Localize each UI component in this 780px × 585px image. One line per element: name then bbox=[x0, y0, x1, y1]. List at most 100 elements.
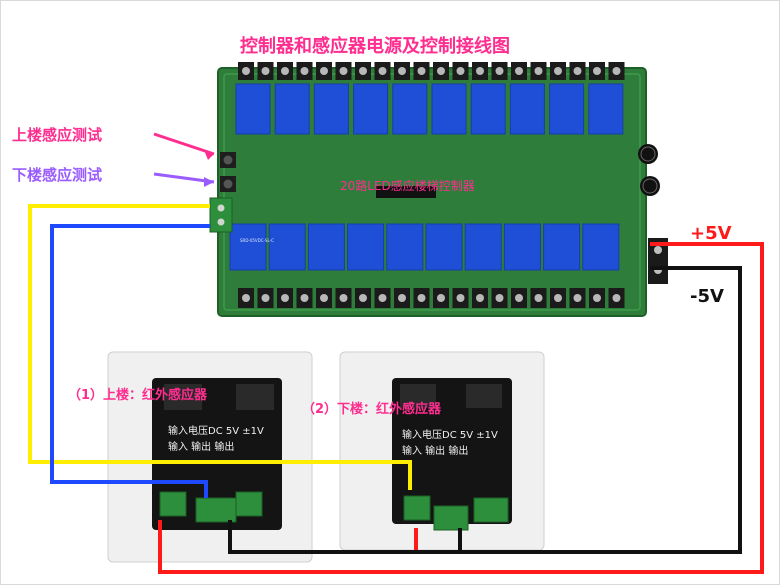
black-wire bbox=[228, 266, 742, 554]
capacitor-1-ring bbox=[640, 146, 656, 162]
bottom-terminal-screw bbox=[437, 294, 445, 302]
sensor-lower-lens-left bbox=[400, 384, 436, 408]
top-terminal-screw bbox=[476, 67, 484, 75]
bottom-relay bbox=[307, 223, 345, 271]
top-terminal-screw bbox=[495, 67, 504, 75]
bottom-terminal-screw bbox=[281, 294, 289, 302]
top-terminal-screw bbox=[593, 67, 601, 75]
top-terminal-screw bbox=[339, 67, 348, 75]
red-wire-main bbox=[158, 242, 764, 574]
bottom-relay bbox=[229, 223, 267, 271]
minus-voltage-label: -5V bbox=[690, 286, 724, 307]
top-relay bbox=[392, 83, 428, 135]
upper-test-arrow bbox=[153, 132, 215, 156]
sensor-lower-terminal-3 bbox=[473, 497, 509, 523]
relay-model-text: SRD-05VDC-SL-C bbox=[240, 238, 274, 243]
bottom-relay bbox=[268, 223, 306, 271]
input-screw-1 bbox=[217, 204, 225, 212]
top-relay-row bbox=[235, 83, 624, 135]
top-terminal-screw bbox=[320, 67, 328, 75]
sensor-upper-terminal-3 bbox=[235, 491, 263, 517]
sensor-lower-terminal-2 bbox=[433, 505, 469, 531]
bottom-terminal-screw bbox=[554, 294, 562, 302]
bottom-relay-row bbox=[229, 223, 620, 271]
sensor-lower-body bbox=[392, 378, 512, 524]
sensor-upper-terminal-1 bbox=[159, 491, 187, 517]
top-terminal-screw bbox=[398, 67, 406, 75]
upper-test-arrowhead bbox=[204, 150, 214, 160]
bottom-relay bbox=[503, 223, 541, 271]
bottom-terminal-screw bbox=[612, 294, 621, 302]
top-relay bbox=[431, 83, 467, 135]
bottom-terminal-screw bbox=[417, 294, 426, 302]
upper-test-button-cap bbox=[223, 155, 233, 165]
top-terminal-screw bbox=[242, 67, 250, 75]
bottom-terminal-screw bbox=[398, 294, 406, 302]
top-terminal-screw bbox=[573, 67, 582, 75]
bottom-relay bbox=[386, 223, 424, 271]
top-terminal-screw bbox=[281, 67, 289, 75]
bottom-terminal-screw bbox=[456, 294, 465, 302]
bottom-terminal-screw bbox=[320, 294, 328, 302]
sensor-lower-lens-right bbox=[466, 384, 502, 408]
power-screw-plus bbox=[654, 246, 662, 254]
top-terminal-screw bbox=[612, 67, 621, 75]
top-terminal-screw bbox=[534, 67, 543, 75]
lower-test-arrowhead bbox=[204, 177, 214, 187]
bottom-terminal-screw bbox=[242, 294, 250, 302]
bottom-terminal-screw bbox=[339, 294, 348, 302]
top-relay bbox=[549, 83, 585, 135]
top-terminal-screw bbox=[378, 67, 387, 75]
top-terminal-screw bbox=[261, 67, 270, 75]
capacitor-2-ring bbox=[642, 178, 658, 194]
bottom-terminal-strip bbox=[238, 288, 625, 308]
top-relay bbox=[588, 83, 624, 135]
power-terminal bbox=[648, 238, 668, 284]
sensor-upper-io-text: 输入 输出 输出 bbox=[168, 440, 234, 453]
input-screw-2 bbox=[217, 218, 225, 226]
top-terminal-screw bbox=[437, 67, 445, 75]
input-terminal-block bbox=[209, 197, 233, 233]
bottom-terminal-screw bbox=[495, 294, 504, 302]
bottom-terminal-screw bbox=[261, 294, 270, 302]
bottom-terminal-screw bbox=[300, 294, 309, 302]
bottom-relay bbox=[347, 223, 385, 271]
sensor-lower-spec-text: 输入电压DC 5V ±1V bbox=[402, 428, 498, 441]
top-relay bbox=[353, 83, 389, 135]
sensor-lower-io-text: 输入 输出 输出 bbox=[402, 444, 468, 457]
bottom-relay bbox=[464, 223, 502, 271]
bottom-terminal-screw bbox=[476, 294, 484, 302]
top-terminal-screw bbox=[554, 67, 562, 75]
sensor-lower-terminal-1 bbox=[403, 495, 431, 521]
sensor-upper-terminal-2 bbox=[195, 497, 237, 523]
top-terminal-screw bbox=[359, 67, 367, 75]
bottom-terminal-screw bbox=[515, 294, 523, 302]
yellow-wire bbox=[28, 204, 412, 490]
sensor-lower-label: （2）下楼：红外感应器 bbox=[302, 402, 442, 417]
center-ic bbox=[376, 186, 436, 198]
top-relay bbox=[313, 83, 349, 135]
board-label: 20路LED感应楼梯控制器 bbox=[340, 179, 475, 193]
plus-voltage-label: +5V bbox=[690, 223, 732, 244]
bottom-terminal-screw bbox=[359, 294, 367, 302]
top-terminal-screw bbox=[515, 67, 523, 75]
diagram-title: 控制器和感应器电源及控制接线图 bbox=[240, 36, 510, 57]
lower-test-label: 下楼感应测试 bbox=[12, 166, 103, 184]
top-relay bbox=[274, 83, 310, 135]
lower-test-button-cap bbox=[223, 179, 233, 189]
sensor-upper-spec-text: 输入电压DC 5V ±1V bbox=[168, 424, 264, 437]
blue-wire bbox=[50, 224, 210, 498]
bottom-terminal-screw bbox=[593, 294, 601, 302]
top-terminal-strip bbox=[238, 62, 625, 80]
sensor-upper-lens-right bbox=[236, 384, 274, 410]
top-terminal-screw bbox=[456, 67, 465, 75]
bottom-terminal-screw bbox=[378, 294, 387, 302]
sensor-upper-label: （1）上楼：红外感应器 bbox=[68, 388, 208, 403]
top-terminal-screw bbox=[300, 67, 309, 75]
top-relay bbox=[509, 83, 545, 135]
top-relay bbox=[470, 83, 506, 135]
top-relay bbox=[235, 83, 271, 135]
top-terminal-screw bbox=[417, 67, 426, 75]
bottom-relay bbox=[543, 223, 581, 271]
